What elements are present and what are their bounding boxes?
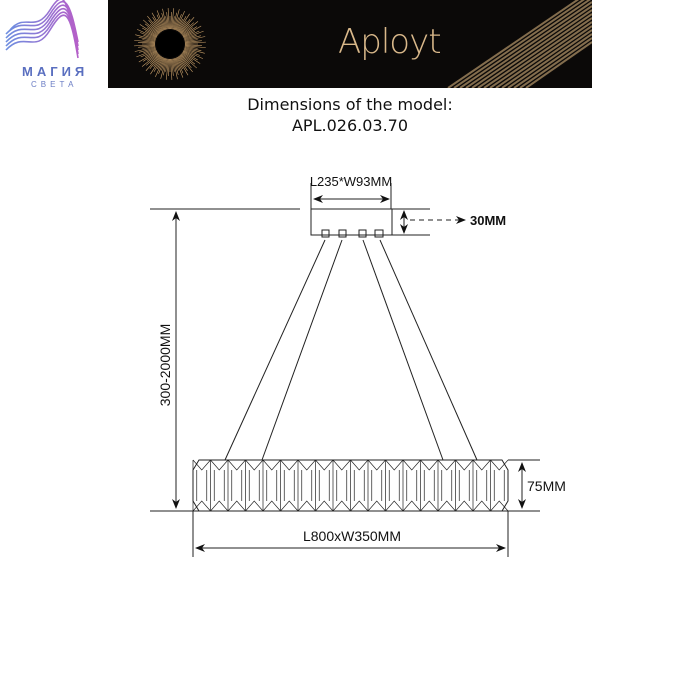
logo-subtext: СВЕТА: [31, 80, 78, 89]
crystal-prism: [402, 459, 421, 512]
crystal-body: [192, 459, 509, 512]
crystal-prism: [210, 459, 229, 512]
canopy: [310, 208, 393, 236]
crystal-prism: [245, 459, 264, 512]
suspension-label: 300-2000MM: [157, 324, 173, 407]
body-size-label: L800xW350MM: [303, 528, 401, 544]
crystal-prism: [367, 459, 386, 512]
brand-banner: Aployt: [108, 0, 592, 88]
logo-text: МАГИЯ: [22, 64, 89, 79]
brand-logo: МАГИЯ СВЕТА: [0, 0, 95, 95]
brand-name: Aployt: [338, 22, 442, 62]
crystal-prism: [490, 459, 509, 512]
crystal-prism: [472, 459, 491, 512]
crystal-prism: [437, 459, 456, 512]
model-number: APL.026.03.70: [291, 116, 409, 135]
crystal-prism: [455, 459, 474, 512]
canopy-size-label: L235*W93MM: [310, 174, 392, 189]
crystal-prism: [262, 459, 281, 512]
crystal-prism: [227, 459, 246, 512]
wave-logo-icon: [5, 0, 79, 59]
crystal-prism: [332, 459, 351, 512]
crystal-prism: [280, 459, 299, 512]
canopy-height-label: 30MM: [470, 213, 506, 228]
crystal-prism: [297, 459, 316, 512]
crystal-prism: [315, 459, 334, 512]
sunburst-icon: [134, 0, 592, 88]
body-height-label: 75MM: [527, 478, 566, 494]
heading-line1: Dimensions of the model:: [247, 95, 453, 114]
connectors: [321, 229, 384, 238]
suspension-cables: [224, 239, 478, 461]
crystal-prism: [385, 459, 404, 512]
crystal-prism: [192, 459, 211, 512]
crystal-prism: [350, 459, 369, 512]
crystal-prism: [420, 459, 439, 512]
